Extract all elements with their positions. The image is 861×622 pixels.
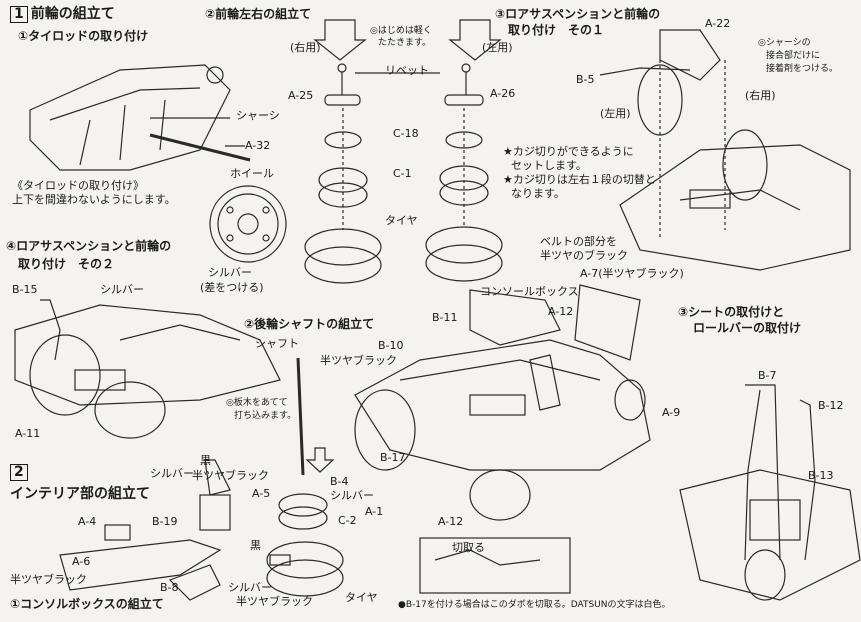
console-semi-black-3: 半ツヤブラック	[236, 595, 313, 608]
step-seat-title-2: ロールバーの取付け	[693, 321, 802, 335]
part-a9: A-9	[662, 406, 681, 419]
cut-off-label: 切取る	[452, 541, 485, 554]
rivet-label: リベット	[385, 64, 429, 77]
step-suspension-2-title-2: 取り付け その２	[18, 257, 115, 271]
belt-note-1: ベルトの部分を	[540, 235, 617, 248]
part-b5: B-5	[576, 73, 595, 86]
semi-gloss-black-label: 半ツヤブラック	[320, 354, 397, 367]
front-wheel-assembly-left	[425, 19, 503, 282]
step-console-box-title: ①コンソルボックスの組立て	[10, 597, 164, 611]
part-b12: B-12	[818, 399, 844, 412]
part-c2: C-2	[338, 514, 357, 527]
seat-rollbar-drawing	[679, 384, 861, 601]
part-c18: C-18	[393, 127, 419, 140]
console-semi-black: 半ツヤブラック	[192, 469, 269, 482]
step-front-wheel-title: ②前輪左右の組立て	[205, 7, 312, 21]
suspension2-silver: シルバー	[100, 283, 144, 296]
part-a4: A-4	[78, 515, 97, 528]
step-seat-title: ③シートの取付けと	[678, 305, 785, 319]
console-silver: シルバー	[150, 467, 194, 480]
suspension-right-label: (右用)	[745, 89, 776, 102]
left-use-label: (左用)	[482, 41, 513, 54]
part-b7: B-7	[758, 369, 777, 382]
part-a6: A-6	[72, 555, 91, 568]
front-wheel-assembly-right	[304, 19, 382, 284]
steer-note-4: なります。	[511, 187, 565, 200]
part-a11: A-11	[15, 427, 41, 440]
rear-tire-label: タイヤ	[345, 591, 378, 604]
part-a25: A-25	[288, 89, 314, 102]
steer-note-1: ★カジ切りができるように	[503, 145, 634, 158]
part-b10: B-10	[378, 339, 404, 352]
section-2-number: 2	[10, 464, 28, 481]
steer-note-3: ★カジ切りは左右１段の切替と	[503, 173, 656, 186]
part-a12-bottom: A-12	[438, 515, 464, 528]
part-b17: B-17	[380, 451, 406, 464]
hammer-note-2: 打ち込みます。	[234, 411, 297, 421]
part-b19: B-19	[152, 515, 178, 528]
tap-note-2: たたきます。	[378, 38, 432, 48]
step-suspension-1-title-2: 取り付け その１	[508, 23, 605, 37]
step-suspension-2-title: ④ロアサスペンションと前輪の	[6, 239, 172, 253]
tierod-note-body: 上下を間違わないようにします。	[12, 193, 176, 206]
suspension-2-drawing	[14, 299, 281, 439]
wheel-label: ホイール	[230, 167, 274, 180]
glue-note-2: 接合部だけに	[766, 51, 821, 61]
section-1-number: 1	[10, 6, 28, 23]
console-black: 黒	[200, 454, 211, 467]
part-b13: B-13	[808, 469, 834, 482]
step-rear-shaft-title: ②後輪シャフトの組立て	[244, 317, 375, 331]
console-black-2: 黒	[250, 539, 261, 552]
glue-note-3: 接着剤をつける。	[766, 64, 839, 74]
section-1-title: 前輪の組立て	[30, 6, 115, 22]
interior-car-drawing	[354, 284, 651, 594]
rear-shaft-silver: シルバー	[330, 489, 374, 502]
part-b15: B-15	[12, 283, 38, 296]
console-box-drawing	[59, 459, 291, 601]
wheel-silver-note: (差をつける)	[200, 281, 264, 294]
suspension-1-drawing	[599, 29, 851, 271]
rear-shaft-drawing	[266, 357, 344, 597]
part-a7-semi-gloss-black: A-7(半ツヤブラック)	[580, 267, 684, 280]
part-a22: A-22	[705, 17, 731, 30]
belt-note-2: 半ツヤのブラック	[540, 249, 628, 262]
chassis-tierod-drawing	[29, 64, 251, 171]
console-box-label: コンソールボックス	[480, 285, 579, 298]
part-a5: A-5	[252, 487, 271, 500]
step-tierod-title: ①タイロッドの取り付け	[18, 29, 149, 43]
step-suspension-1-title: ③ロアサスペンションと前輪の	[495, 7, 661, 21]
part-a12-top: A-12	[548, 305, 574, 318]
part-a32: A-32	[245, 139, 271, 152]
part-b4: B-4	[330, 475, 349, 488]
part-a1: A-1	[365, 505, 384, 518]
right-use-label: (右用)	[290, 41, 321, 54]
wheel-drawing	[209, 185, 287, 263]
part-a26: A-26	[490, 87, 516, 100]
shaft-label: シャフト	[255, 337, 299, 350]
console-semi-black-2: 半ツヤブラック	[10, 573, 87, 586]
suspension-left-label: (左用)	[600, 107, 631, 120]
tap-note-1: ◎はじめは軽く	[370, 26, 432, 36]
part-c1: C-1	[393, 167, 412, 180]
console-silver-2: シルバー	[228, 581, 272, 594]
chassis-label: シャーシ	[236, 109, 280, 122]
tire-label: タイヤ	[385, 214, 418, 227]
part-b11: B-11	[432, 311, 458, 324]
footnote: ●B-17を付ける場合はこのダボを切取る。DATSUNの文字は白色。	[398, 600, 671, 610]
wheel-silver: シルバー	[208, 266, 252, 279]
section-2-heading: 2	[10, 464, 31, 481]
steer-note-2: セットします。	[511, 159, 587, 172]
section-2-title: インテリア部の組立て	[10, 486, 150, 502]
hammer-note-1: ◎板木をあてて	[226, 398, 288, 408]
part-b8: B-8	[160, 581, 179, 594]
glue-note-1: ◎シャーシの	[758, 38, 811, 48]
tierod-note-title: 《タイロッドの取り付け》	[12, 179, 144, 192]
